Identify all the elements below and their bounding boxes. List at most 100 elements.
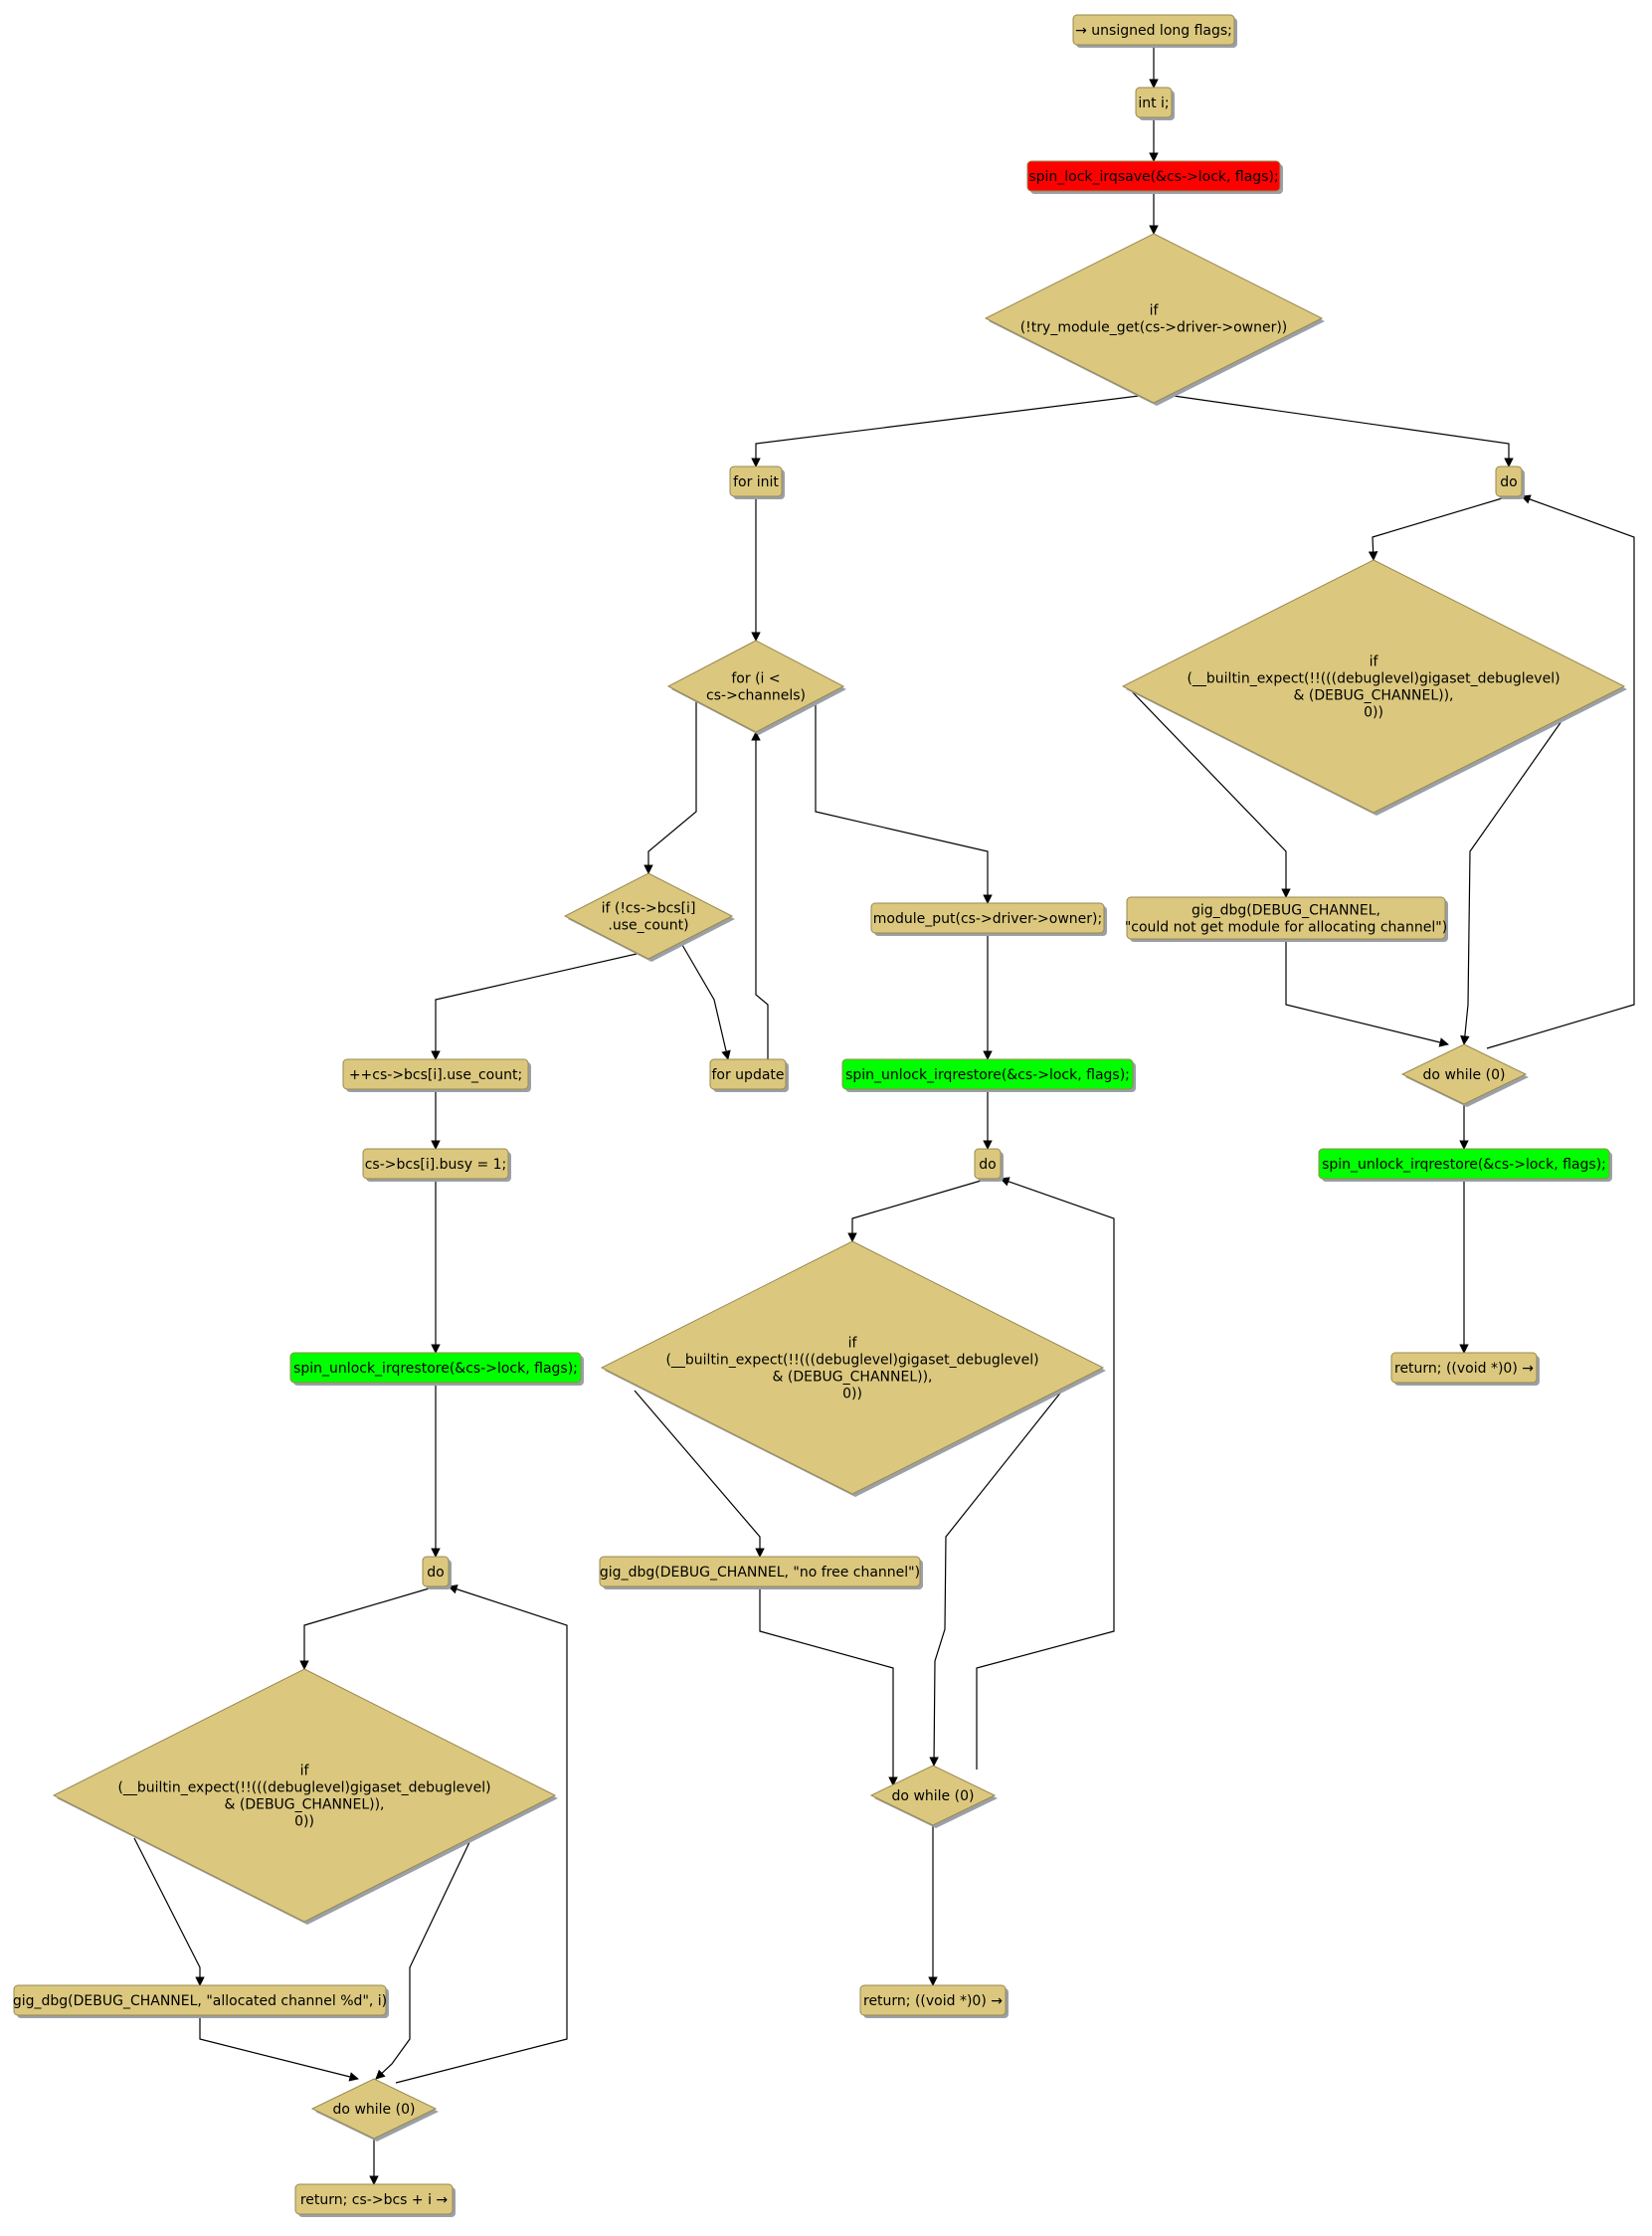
- statement-node: cs->bcs[i].busy = 1;: [362, 1148, 511, 1182]
- node-shape: [1121, 559, 1626, 814]
- flow-nodes: → unsigned long flags; int i; spin_lock_ir…: [13, 14, 1627, 2217]
- node-shape: [1135, 87, 1173, 118]
- node-label: spin_unlock_irqrestore(&cs->lock, flags)…: [1322, 1157, 1606, 1173]
- flow-arrow: [815, 701, 993, 904]
- node-shape: [841, 1058, 1134, 1090]
- statement-node: do: [422, 1556, 452, 1589]
- statement-node: do: [974, 1148, 1004, 1182]
- statement-node: int i;: [1135, 87, 1175, 120]
- node-shape: [52, 1668, 557, 1923]
- statement-node: spin_lock_irqsave(&cs->lock, flags);: [1026, 160, 1283, 194]
- statement-node: gig_dbg(DEBUG_CHANNEL, "no free channel"…: [599, 1556, 923, 1589]
- node-label: return; cs->bcs + i →: [300, 2192, 449, 2208]
- node-label: if: [300, 1764, 310, 1779]
- node-label: "could not get module for allocating cha…: [1125, 920, 1447, 936]
- node-label: (__builtin_expect(!!(((debuglevel)gigase…: [1187, 671, 1560, 687]
- node-label: if: [848, 1336, 858, 1352]
- node-shape: [599, 1556, 921, 1587]
- statement-node: spin_unlock_irqrestore(&cs->lock, flags)…: [1318, 1148, 1612, 1182]
- node-shape: [984, 233, 1324, 404]
- decision-node: do while (0): [869, 1765, 998, 1828]
- node-shape: [1026, 160, 1281, 192]
- node-label: if: [1150, 303, 1160, 319]
- node-shape: [1126, 896, 1446, 940]
- node-shape: [1318, 1148, 1610, 1180]
- node-label: & (DEBUG_CHANNEL)),: [225, 1797, 385, 1813]
- flow-arrow: [1368, 495, 1510, 561]
- node-label: do: [979, 1157, 996, 1173]
- node-label: spin_lock_irqsave(&cs->lock, flags);: [1028, 169, 1278, 185]
- node-label: cs->channels): [706, 688, 806, 704]
- node-label: return; ((void *)0) →: [1394, 1361, 1534, 1377]
- node-label: .use_count): [608, 918, 688, 934]
- node-shape: [1495, 466, 1523, 497]
- node-label: ++cs->bcs[i].use_count;: [349, 1067, 522, 1083]
- node-shape: [974, 1148, 1002, 1180]
- statement-node: gig_dbg(DEBUG_CHANNEL,"could not get mod…: [1125, 896, 1448, 942]
- node-label: 0)): [842, 1387, 862, 1402]
- decision-node: if(__builtin_expect(!!(((debuglevel)giga…: [52, 1668, 558, 1925]
- decision-node: if (!cs->bcs[i].use_count): [563, 872, 735, 962]
- node-label: → unsigned long flags;: [1075, 23, 1232, 39]
- flow-arrow: [751, 395, 1140, 467]
- node-label: gig_dbg(DEBUG_CHANNEL, "allocated channe…: [13, 1993, 387, 2009]
- flow-arrow: [1173, 395, 1514, 467]
- node-shape: [342, 1058, 529, 1090]
- node-label: 0)): [294, 1814, 314, 1830]
- node-label: (__builtin_expect(!!(((debuglevel)gigase…: [665, 1353, 1038, 1369]
- node-label: spin_unlock_irqrestore(&cs->lock, flags)…: [293, 1361, 578, 1377]
- node-label: if: [1370, 654, 1379, 670]
- node-label: & (DEBUG_CHANNEL)),: [773, 1370, 933, 1386]
- decision-node: if(__builtin_expect(!!(((debuglevel)giga…: [600, 1240, 1106, 1497]
- decision-node: for (i <cs->channels): [666, 640, 846, 735]
- node-shape: [859, 1984, 1007, 2016]
- node-shape: [563, 872, 734, 960]
- statement-node: module_put(cs->driver->owner);: [870, 902, 1107, 936]
- flow-arrow: [299, 1585, 437, 1670]
- node-shape: [1072, 14, 1235, 46]
- flow-edges: [133, 45, 1635, 2185]
- node-shape: [870, 902, 1105, 934]
- node-shape: [362, 1148, 509, 1180]
- flow-arrow: [847, 1178, 989, 1242]
- node-label: do: [1500, 474, 1517, 490]
- node-label: spin_unlock_irqrestore(&cs->lock, flags)…: [845, 1067, 1130, 1083]
- node-shape: [666, 640, 845, 733]
- flow-arrow: [634, 1390, 765, 1558]
- statement-node: for init: [729, 466, 785, 499]
- flow-arrow: [133, 1837, 205, 1986]
- node-label: do while (0): [892, 1788, 975, 1804]
- statement-node: do: [1495, 466, 1525, 499]
- node-label: module_put(cs->driver->owner);: [873, 911, 1102, 927]
- node-label: & (DEBUG_CHANNEL)),: [1294, 688, 1454, 704]
- flow-arrow: [759, 1586, 898, 1786]
- node-label: for init: [733, 474, 779, 490]
- flow-arrow: [751, 731, 769, 1059]
- statement-node: return; cs->bcs + i →: [294, 2183, 456, 2217]
- node-label: for (i <: [731, 671, 780, 687]
- flow-arrow: [681, 944, 731, 1060]
- node-label: do while (0): [333, 2102, 416, 2118]
- node-label: for update: [711, 1067, 784, 1083]
- flow-arrow: [929, 1390, 1063, 1767]
- decision-node: if(__builtin_expect(!!(((debuglevel)giga…: [1121, 559, 1627, 816]
- node-label: int i;: [1138, 95, 1169, 111]
- node-shape: [1400, 1043, 1528, 1105]
- flow-arrow: [199, 2015, 359, 2082]
- statement-node: spin_unlock_irqrestore(&cs->lock, flags)…: [841, 1058, 1136, 1092]
- node-shape: [1390, 1352, 1538, 1384]
- decision-node: if(!try_module_get(cs->driver->owner)): [984, 233, 1325, 406]
- flow-arrow: [976, 1177, 1115, 1770]
- flow-arrow: [431, 953, 638, 1060]
- node-label: if (!cs->bcs[i]: [602, 901, 696, 917]
- flow-arrow: [1285, 939, 1449, 1047]
- flow-arrow: [375, 1837, 472, 2080]
- node-shape: [422, 1556, 450, 1587]
- flow-arrow: [395, 1584, 568, 2084]
- flow-arrow: [1126, 685, 1291, 898]
- node-shape: [729, 466, 783, 497]
- node-label: cs->bcs[i].busy = 1;: [365, 1157, 507, 1173]
- node-label: gig_dbg(DEBUG_CHANNEL,: [1192, 903, 1380, 919]
- flow-arrow: [1486, 494, 1635, 1049]
